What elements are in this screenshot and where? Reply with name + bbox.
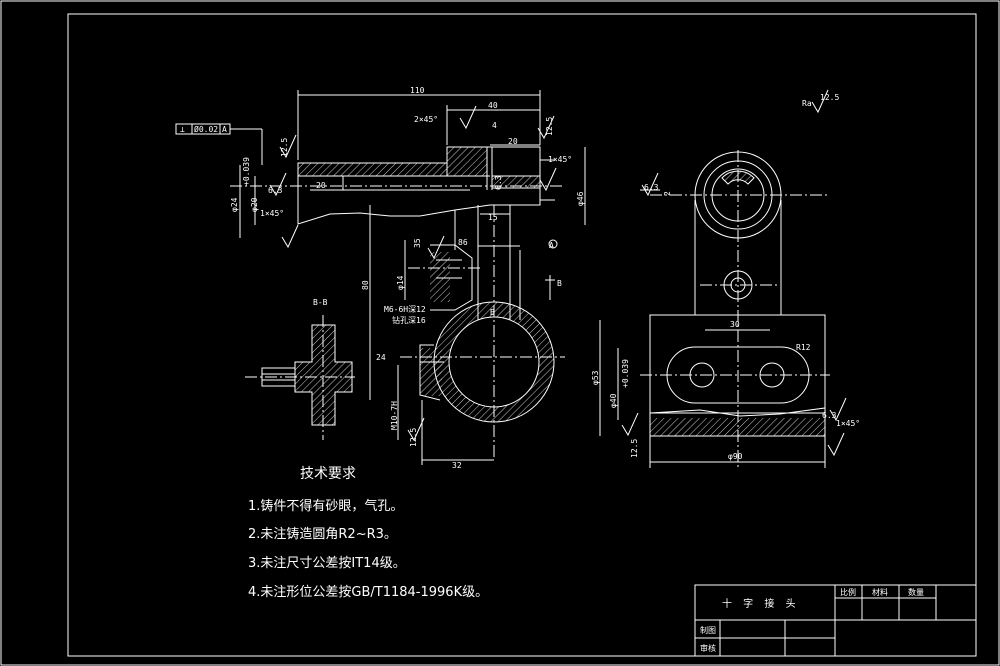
datum-a: A (549, 241, 554, 250)
section-label-b-1: B (557, 279, 562, 288)
tech-req-item-1: 1.铸件不得有砂眼，气孔。 (248, 498, 403, 514)
side-view (599, 150, 830, 470)
dim-chamfer-1x45-c: 1×45° (836, 419, 860, 428)
dim-32: 32 (452, 461, 462, 470)
dim-2: 2 (663, 191, 672, 196)
dim-chamfer-1x45-b: 1×45° (260, 209, 284, 218)
tech-requirements: 技术要求 1.铸件不得有砂眼，气孔。 2.未注铸造圆角R2~R3。 3.未注尺寸… (248, 466, 488, 600)
dim-chamfer-2x45: 2×45° (414, 115, 438, 124)
dim-phi20: φ20 (250, 197, 259, 212)
dim-phi14: φ14 (396, 275, 405, 290)
thread-depth: 钻孔深16 (392, 315, 426, 325)
dim-phi53: φ53 (591, 370, 600, 385)
dim-phi90: φ90 (728, 452, 743, 461)
part-name: 十 字 接 头 (722, 597, 800, 610)
tech-req-item-4: 4.未注形位公差按GB/T1184-1996K级。 (248, 585, 488, 600)
dim-ra-12-5-b: 12.5 (545, 117, 554, 136)
dim-ra-12-5-d: 12.5 (409, 428, 418, 447)
dim-24: 24 (376, 353, 386, 362)
inner-frame (67, 13, 977, 657)
dim-35: 35 (413, 238, 422, 248)
dim-15: 15 (488, 213, 498, 222)
dim-110: 110 (410, 86, 425, 95)
dim-ra-6-3-c: 6.3 (822, 411, 837, 420)
roughness-symbols (269, 89, 847, 457)
ra-other-label: Ra (802, 99, 812, 108)
tb-check-label: 审核 (700, 643, 716, 653)
dim-phi40: φ40 (609, 393, 618, 408)
dim-tol-0039-a: +0.039 (242, 157, 251, 186)
dim-ra-6-3-b: 6.3 (644, 183, 659, 192)
ra-other-value: 12.5 (820, 93, 839, 102)
dim-ra-6-3-stem: 6.3 (494, 175, 503, 190)
tb-drawn-label: 制图 (700, 625, 716, 635)
tb-material-label: 材料 (872, 587, 888, 597)
dim-ra-12-5-c: 12.5 (630, 439, 639, 458)
tb-qty-label: 数量 (908, 587, 924, 597)
dim-chamfer-1x45-a: 1×45° (548, 155, 572, 164)
dim-phi24: φ24 (230, 197, 239, 212)
thread-m6: M6-6H深12 (384, 305, 426, 314)
thread-m10: M10-7H (390, 401, 399, 430)
dim-r12: R12 (796, 343, 811, 352)
dim-30: 30 (730, 320, 740, 329)
section-b-b (245, 315, 355, 440)
dim-86: 86 (458, 238, 468, 247)
geo-tol-ref: A (222, 125, 227, 134)
dim-ra-6-3-a: 6.3 (268, 186, 283, 195)
tech-req-title: 技术要求 (300, 466, 356, 482)
tech-req-item-2: 2.未注铸造圆角R2~R3。 (248, 526, 397, 542)
dim-phi46: φ46 (576, 191, 585, 206)
dim-4: 4 (492, 121, 497, 130)
section-b-b-label: B-B (313, 298, 328, 307)
geo-tolerance-frame (175, 123, 263, 165)
front-view (230, 90, 586, 465)
dim-tol-0039-b: +0.039 (621, 359, 630, 388)
tb-scale-label: 比例 (840, 587, 856, 597)
geo-tol-value: Ø0.02 (194, 124, 218, 134)
section-label-b-2: B (490, 308, 495, 317)
geo-tol-symbol: ⊥ (180, 125, 185, 134)
dim-40: 40 (488, 101, 498, 110)
dim-80: 80 (361, 280, 370, 290)
dim-20-left: 20 (316, 181, 326, 190)
title-block (694, 584, 977, 657)
tech-req-item-3: 3.未注尺寸公差按IT14级。 (248, 556, 406, 571)
dim-20-top: 20 (508, 137, 518, 146)
dim-ra-12-5-a: 12.5 (280, 138, 289, 157)
